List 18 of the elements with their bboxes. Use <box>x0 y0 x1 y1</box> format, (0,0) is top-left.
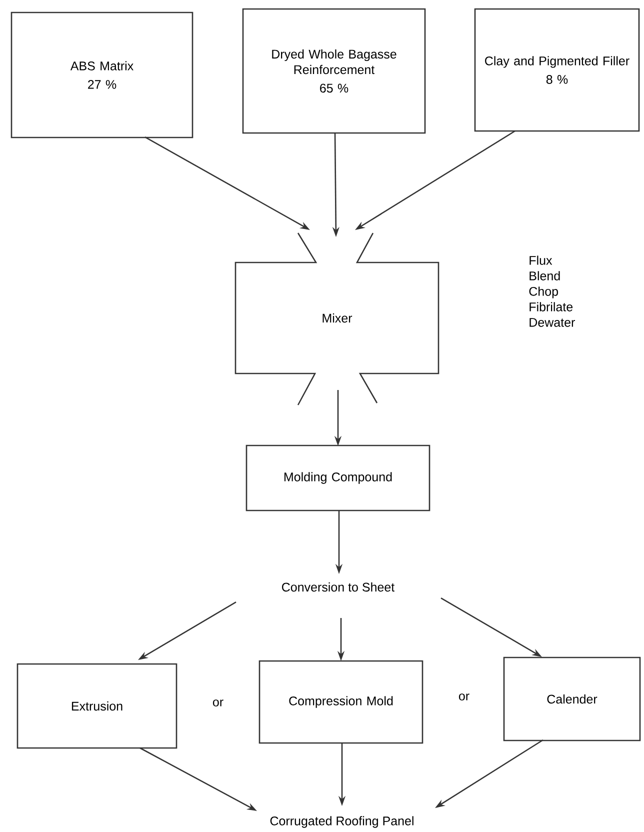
process-box: Molding Compound <box>246 444 430 512</box>
step-list: Flux Blend Chop Fibrilate Dewater <box>529 256 575 327</box>
process-box: Compression Mold <box>258 660 424 744</box>
mixer-box: Mixer <box>234 232 440 406</box>
node-label: Chop <box>529 286 558 298</box>
or-label: or <box>458 694 470 700</box>
node-label: Flux <box>530 256 552 265</box>
step-text: Conversion to Sheet <box>282 582 395 592</box>
process-box: ABS Matrix 27 % <box>10 12 194 138</box>
process-box: Extrusion <box>16 663 178 749</box>
node-label: Fibrilate <box>530 302 573 312</box>
node-label: Dewater <box>530 318 575 327</box>
process-box: Clay and Pigmented Filler 8 % <box>474 8 640 132</box>
process-box: Calender <box>503 656 641 742</box>
step-text: Corrugated Roofing Panel <box>270 816 414 828</box>
process-box: Dryed Whole Bagasse Reinforcement 65 % <box>242 8 426 134</box>
node-label: Blend <box>530 271 560 280</box>
or-label: or <box>212 700 224 706</box>
